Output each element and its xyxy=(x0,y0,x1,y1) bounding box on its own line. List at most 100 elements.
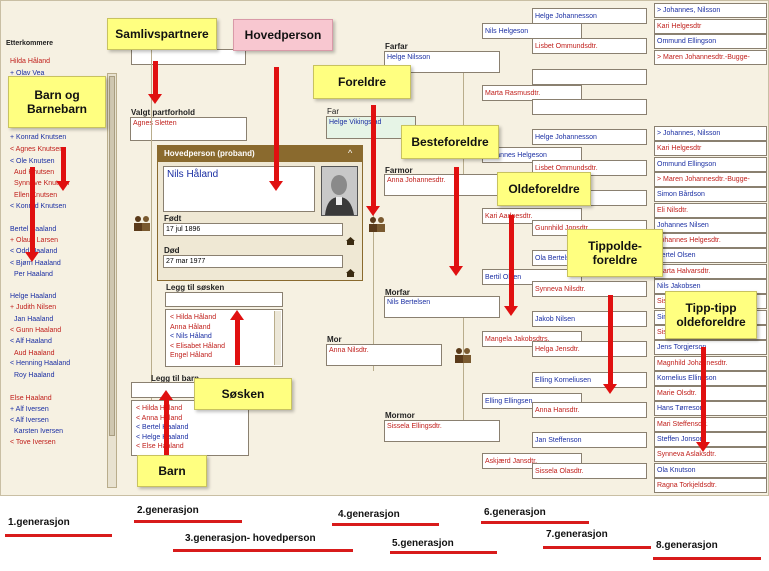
farmor-box[interactable]: Anna Johannesdtr. xyxy=(384,174,500,196)
house-icon[interactable] xyxy=(346,237,355,245)
sidebar-scrollbar[interactable] xyxy=(107,73,117,488)
ancestor-box[interactable]: Johannes Helgesdtr. xyxy=(654,233,767,248)
collapse-button[interactable]: ^ xyxy=(348,148,353,158)
sidebar-person[interactable]: < Agnes Knutsen xyxy=(10,146,64,153)
ancestor-box[interactable]: Jan Steffenson xyxy=(532,432,647,448)
add-sibling-input[interactable] xyxy=(165,292,283,307)
sidebar-person[interactable]: < Henning Haaland xyxy=(10,360,71,367)
sibling-item[interactable]: < Hilda Håland xyxy=(170,314,217,321)
ancestor-box[interactable]: Marta Halvarsdtr. xyxy=(654,264,767,279)
mormor-box[interactable]: Sissela Ellingsdtr. xyxy=(384,420,500,442)
sidebar-person[interactable]: Ellen Knutsen xyxy=(14,192,58,199)
farfar-box[interactable]: Helge Nilsson xyxy=(384,51,500,73)
ancestor-box[interactable]: Synneva Nilsdtr. xyxy=(532,281,647,297)
proband-name-box[interactable]: Nils Håland xyxy=(163,166,315,212)
sidebar-person[interactable]: + Konrad Knutsen xyxy=(10,134,67,141)
sidebar-person[interactable]: Hilda Håland xyxy=(10,58,51,65)
ancestor-box[interactable]: Sissela Olasdtr. xyxy=(532,463,647,479)
sidebar-person[interactable]: < Gunn Haaland xyxy=(10,327,62,334)
ancestor-box[interactable]: Ragna Torkjeldsdtr. xyxy=(654,478,767,493)
ancestor-name: Bertel Olsen xyxy=(657,252,696,259)
ancestor-box[interactable]: Jens Torgjerson xyxy=(654,340,767,355)
ancestor-box[interactable]: > Johannes, Nilsson xyxy=(654,3,767,18)
sidebar-person[interactable]: + Alf Iversen xyxy=(10,406,49,413)
ancestor-box[interactable]: Simon Bårdson xyxy=(654,187,767,202)
ancestor-name: Ola Knutson xyxy=(657,467,696,474)
sidebar-person[interactable]: Aud Haaland xyxy=(14,350,55,357)
sibling-item[interactable]: Anna Håland xyxy=(170,323,211,331)
sidebar-person[interactable]: < Alf Haaland xyxy=(10,338,52,345)
arrow-oldeforeldre xyxy=(504,215,518,316)
ancestor-box[interactable]: > Johannes, Nilsson xyxy=(654,126,767,141)
mother-box[interactable]: Anna Nilsdtr. xyxy=(326,344,442,366)
sibling-item[interactable]: < Nils Håland xyxy=(170,333,212,340)
note-hovedperson: Hovedperson xyxy=(233,19,333,51)
child-item[interactable]: < Bertel Haaland xyxy=(136,424,189,431)
ancestor-box[interactable]: Elling Korneliusen xyxy=(532,372,647,388)
ancestor-box[interactable] xyxy=(532,99,647,115)
partner-top-box[interactable] xyxy=(131,49,246,65)
note-besteforeldre: Besteforeldre xyxy=(401,125,499,159)
child-item[interactable]: < Helge Haaland xyxy=(136,433,189,441)
ancestor-box[interactable] xyxy=(532,69,647,85)
generation-underline xyxy=(653,557,761,560)
born-box[interactable]: 17 jul 1896 xyxy=(163,223,343,236)
ancestor-box[interactable]: Helge Johannesson xyxy=(532,129,647,145)
partner-box[interactable]: Agnes Sletten xyxy=(130,117,247,141)
sibling-item[interactable]: Engel Håland xyxy=(170,352,213,359)
ancestor-box[interactable]: Anna Hansdtr. xyxy=(532,402,647,418)
ancestor-box[interactable]: Synneva Aslaksdtr. xyxy=(654,447,767,462)
ancestor-box[interactable]: Lisbet Ommundsdtr. xyxy=(532,38,647,54)
ancestor-box[interactable]: Ola Knutson xyxy=(654,463,767,478)
sidebar-person[interactable]: + Olav Vea xyxy=(10,70,45,77)
died-box[interactable]: 27 mar 1977 xyxy=(163,255,343,268)
scrollbar-thumb[interactable] xyxy=(109,76,115,436)
sidebar-person[interactable]: Synnøve Knutsen xyxy=(14,180,70,187)
ancestor-box[interactable]: Eli Nilsdtr. xyxy=(654,203,767,218)
ancestor-box[interactable]: Magnhild Johannesdtr. xyxy=(654,356,767,371)
sidebar-person[interactable]: < Ole Knutsen xyxy=(10,158,55,165)
sidebar-person[interactable]: Karsten Iversen xyxy=(14,428,64,435)
ancestor-box[interactable]: Ommund Ellingson xyxy=(654,157,767,172)
ancestor-box[interactable]: Helga Jensdtr. xyxy=(532,341,647,357)
ancestor-box[interactable]: > Maren Johannesdtr.-Bugge- xyxy=(654,50,767,65)
child-item[interactable]: < Hilda Håland xyxy=(136,405,183,412)
ancestor-box[interactable]: Hans Tørreson xyxy=(654,401,767,416)
sidebar-person[interactable]: Else Haaland xyxy=(10,395,52,402)
sidebar-person[interactable]: < Tove Iversen xyxy=(10,439,56,446)
ancestor-box[interactable]: > Maren Johannesdtr.-Bugge- xyxy=(654,172,767,187)
sidebar-person[interactable]: Per Haaland xyxy=(14,271,53,278)
ancestor-box[interactable]: Johannes Nilsen xyxy=(654,218,767,233)
morfar-box[interactable]: Nils Bertelsen xyxy=(384,296,500,318)
couple-icon[interactable] xyxy=(132,215,152,231)
sidebar-person[interactable]: < Konrad Knutsen xyxy=(10,203,67,210)
child-item[interactable]: < Else Haaland xyxy=(136,443,184,450)
born-label: Født xyxy=(164,214,182,223)
sibling-item[interactable]: < Elisabet Håland xyxy=(170,342,226,350)
ancestor-box[interactable]: Kari Helgesdtr xyxy=(654,141,767,156)
partner-label: Valgt partforhold xyxy=(131,108,195,117)
ancestor-box[interactable]: Steffen Jonson xyxy=(654,432,767,447)
sidebar-person[interactable]: Roy Haaland xyxy=(14,372,55,379)
ancestor-name: Helga Jensdtr. xyxy=(535,346,580,353)
ancestor-box[interactable]: Nils Helgeson xyxy=(482,23,582,39)
ancestor-box[interactable]: Kornelius Ellingson xyxy=(654,371,767,386)
ancestor-box[interactable]: Mari Steffensdtr. xyxy=(654,417,767,432)
sidebar-person[interactable]: Jan Haaland xyxy=(14,316,54,323)
couple-icon[interactable] xyxy=(367,216,387,232)
ancestor-box[interactable]: Bertel Olsen xyxy=(654,248,767,263)
house-icon[interactable] xyxy=(346,269,355,277)
child-item[interactable]: < Anna Håland xyxy=(136,414,183,422)
sidebar-person[interactable]: < Alf Iversen xyxy=(10,417,49,424)
sidebar-person[interactable]: + Judith Nilsen xyxy=(10,304,57,311)
siblings-scrollbar[interactable] xyxy=(274,311,281,365)
sidebar-person[interactable]: Helge Haaland xyxy=(10,293,57,300)
ancestor-box[interactable]: Helge Johannesson xyxy=(532,8,647,24)
sidebar-person[interactable]: < Bjørn Haaland xyxy=(10,260,61,267)
ancestor-box[interactable]: Ommund Ellingson xyxy=(654,34,767,49)
ancestor-box[interactable]: Kari Helgesdtr xyxy=(654,19,767,34)
ancestor-box[interactable]: Jakob Nilsen xyxy=(532,311,647,327)
couple-icon[interactable] xyxy=(453,347,473,363)
ancestor-box[interactable]: Marie Olsdtr. xyxy=(654,386,767,401)
